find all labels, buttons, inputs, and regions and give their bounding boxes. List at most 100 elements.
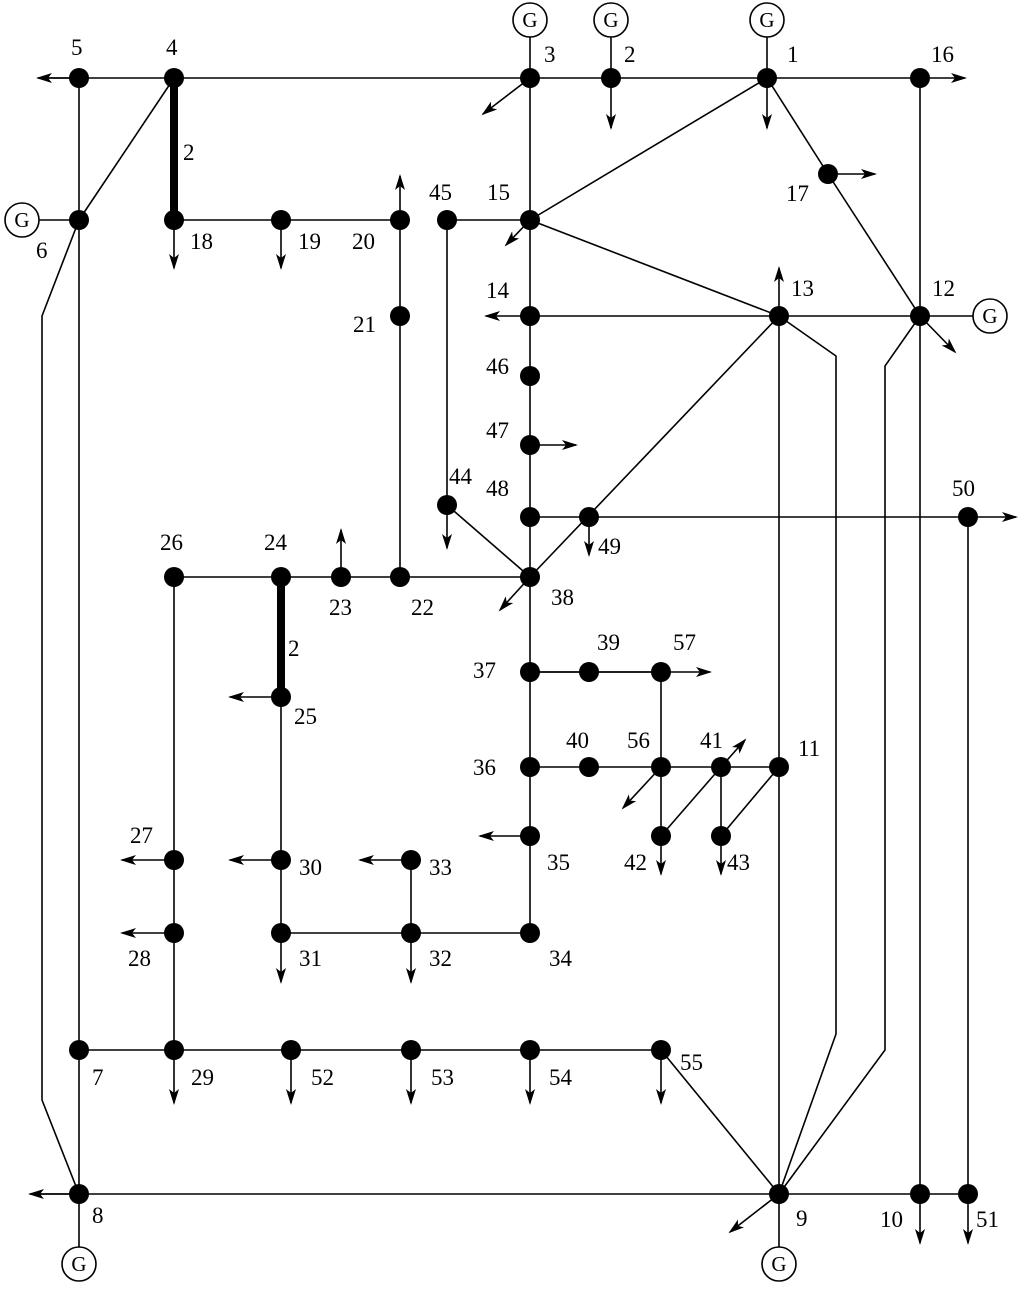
bus-label-15: 15 (487, 180, 510, 205)
bus-label-9: 9 (796, 1206, 808, 1231)
bus-label-23: 23 (329, 595, 352, 620)
bus-node-23 (331, 567, 351, 587)
bus-label-12: 12 (932, 276, 955, 301)
generator-bus-3: G (512, 2, 548, 78)
bus-label-40: 40 (566, 728, 589, 753)
bus-label-3: 3 (544, 42, 556, 67)
bus-label-34: 34 (549, 946, 573, 971)
bus-node-54 (520, 1040, 540, 1060)
bus-node-53 (401, 1040, 421, 1060)
generator-circle (4, 202, 40, 238)
transmission-line-26 (529, 219, 780, 317)
bus-label-55: 55 (680, 1050, 703, 1075)
bus-node-32 (401, 923, 421, 943)
bus-node-45 (437, 210, 457, 230)
transmission-line-31 (660, 766, 722, 837)
transmission-line-28 (827, 173, 921, 317)
bus-label-29: 29 (191, 1065, 214, 1090)
bus-label-36: 36 (473, 755, 496, 780)
bus-node-38 (520, 567, 540, 587)
transmission-line-27 (766, 77, 829, 175)
double-circuit-lines (170, 78, 285, 697)
bus-label-56: 56 (627, 728, 650, 753)
bus-label-52: 52 (311, 1065, 334, 1090)
generator-circle (512, 2, 548, 38)
bus-node-13 (769, 306, 789, 326)
generator-bus-12: G (920, 298, 1008, 334)
bus-node-27 (164, 850, 184, 870)
transmission-line-32 (720, 766, 780, 837)
generator-circle (761, 1246, 797, 1282)
bus-node-33 (401, 850, 421, 870)
bus-label-26: 26 (160, 530, 183, 555)
bus-label-53: 53 (431, 1065, 454, 1090)
bus-label-47: 47 (486, 418, 509, 443)
bus-label-30: 30 (299, 855, 322, 880)
generator-bus-6: G (4, 202, 79, 238)
bus-node-36 (520, 757, 540, 777)
bus-node-35 (520, 826, 540, 846)
generator-symbol: G (522, 8, 537, 32)
generator-circle (593, 2, 629, 38)
bus-label-35: 35 (547, 850, 570, 875)
bus-node-14 (520, 306, 540, 326)
bus-label-48: 48 (486, 476, 509, 501)
bus-node-9 (769, 1184, 789, 1204)
generator-symbol: G (603, 8, 618, 32)
bus-node-7 (69, 1040, 89, 1060)
transmission-line-36 (778, 315, 921, 1195)
bus-node-2 (601, 68, 621, 88)
bus-label-27: 27 (130, 823, 153, 848)
bus-label-28: 28 (128, 946, 151, 971)
bus-node-42 (651, 826, 671, 846)
bus-node-24 (271, 567, 291, 587)
bus-node-51 (958, 1184, 978, 1204)
bus-node-44 (437, 495, 457, 515)
bus-node-55 (651, 1040, 671, 1060)
bus-node-20 (390, 210, 410, 230)
bus-node-47 (520, 435, 540, 455)
bus-node-41 (711, 757, 731, 777)
bus-label-6: 6 (36, 238, 48, 263)
bus-label-45: 45 (429, 180, 452, 205)
transmission-line-25 (529, 77, 768, 221)
bus-label-13: 13 (791, 276, 814, 301)
transmission-line-29 (529, 315, 780, 578)
bus-label-4: 4 (166, 35, 178, 60)
transmission-line-24 (78, 77, 175, 221)
bus-label-7: 7 (92, 1065, 104, 1090)
bus-label-50: 50 (952, 476, 975, 501)
generator-symbol: G (771, 1252, 786, 1276)
bus-label-16: 16 (931, 42, 954, 67)
bus-node-25 (271, 687, 291, 707)
bus-label-19: 19 (298, 229, 321, 254)
transmission-line-33 (660, 1049, 780, 1195)
generator-bus-8: G (61, 1194, 97, 1282)
bus-node-26 (164, 567, 184, 587)
bus-node-57 (651, 662, 671, 682)
bus-label-2: 2 (624, 42, 636, 67)
generator-circle (749, 2, 785, 38)
generator-bus-9: G (761, 1194, 797, 1282)
bus-label-11: 11 (798, 736, 820, 761)
bus-label-5: 5 (71, 35, 83, 60)
bus-node-39 (579, 662, 599, 682)
bus-label-31: 31 (299, 946, 322, 971)
bus-node-40 (579, 757, 599, 777)
generator-bus-1: G (749, 2, 785, 78)
generator-symbol: G (14, 208, 29, 232)
bus-node-48 (520, 507, 540, 527)
bus-node-37 (520, 662, 540, 682)
bus-node-30 (271, 850, 291, 870)
generator-symbol: G (71, 1252, 86, 1276)
bus-node-19 (271, 210, 291, 230)
bus-node-8 (69, 1184, 89, 1204)
bus-label-17: 17 (786, 181, 809, 206)
bus-label-25: 25 (294, 704, 317, 729)
bus-label-46: 46 (486, 354, 509, 379)
bus-node-49 (579, 507, 599, 527)
generators: G G G G G G G (4, 2, 1008, 1282)
bus-node-15 (520, 210, 540, 230)
bus-node-52 (281, 1040, 301, 1060)
